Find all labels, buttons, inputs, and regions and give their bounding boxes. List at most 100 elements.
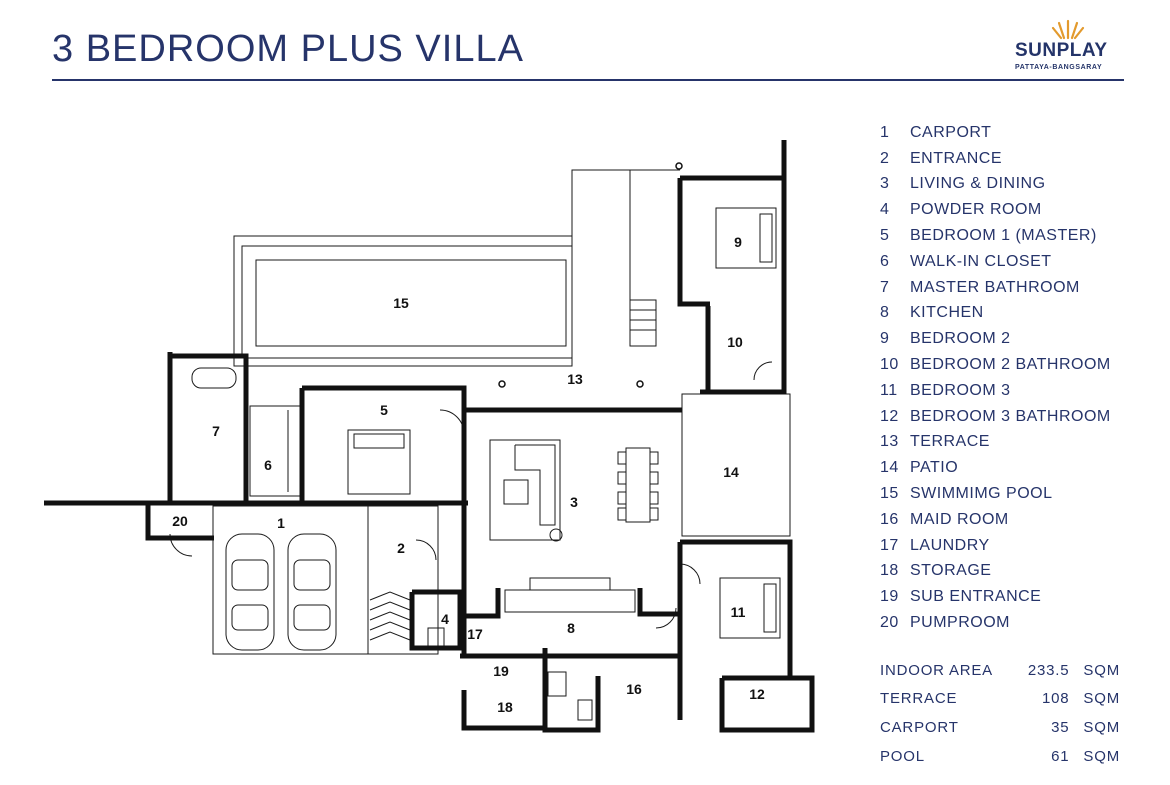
room-label-19: 19 (493, 663, 509, 679)
legend-number: 5 (880, 227, 890, 245)
room-label-8: 8 (567, 620, 575, 636)
legend-label: PUMPROOM (910, 614, 1010, 632)
legend-label: CARPORT (910, 123, 992, 141)
legend-label: BEDROOM 2 BATHROOM (910, 356, 1111, 374)
kitchen-counter (504, 589, 636, 613)
rug (489, 439, 561, 541)
legend-label: KITCHEN (910, 304, 984, 322)
legend-number: 18 (880, 562, 899, 580)
area-value: 108 (1041, 690, 1070, 708)
carport-slab (212, 505, 369, 655)
room-label-12: 12 (749, 686, 765, 702)
area-value: 61 (1051, 747, 1070, 765)
sofa (514, 444, 556, 526)
walls (44, 140, 815, 733)
legend-label: LAUNDRY (910, 536, 990, 554)
room-label-11: 11 (731, 604, 746, 620)
car-right (287, 533, 337, 651)
room-label-15: 15 (393, 295, 409, 311)
room-label-3: 3 (570, 494, 578, 510)
floor-plan: 1 2 3 4 5 6 7 8 9 10 11 12 13 14 15 16 1… (44, 140, 815, 733)
legend-number: 9 (880, 330, 890, 348)
legend-number: 20 (880, 614, 899, 632)
room-label-20: 20 (172, 513, 188, 529)
area-unit: SQM (1083, 661, 1120, 679)
legend-item: 18 STORAGE (880, 559, 1140, 585)
terrace-steps (629, 299, 657, 347)
terrace-outline (571, 169, 680, 366)
room-label-7: 7 (212, 423, 220, 439)
legend-number: 11 (880, 381, 898, 399)
side-table (549, 528, 563, 542)
area-label: TERRACE (880, 690, 958, 708)
legend-label: ENTRANCE (910, 149, 1003, 167)
legend-number: 7 (880, 278, 890, 296)
room-label-10: 10 (727, 334, 743, 350)
entrance-stairs (369, 591, 411, 641)
legend-item: 15 SWIMMIMG POOL (880, 481, 1140, 507)
title-divider (52, 79, 1124, 81)
legend-label: POWDER ROOM (910, 201, 1042, 219)
coffee-table (503, 479, 529, 505)
legend-item: 5 BEDROOM 1 (MASTER) (880, 223, 1140, 249)
sunplay-logo: SUNPLAY PATTAYA-BANGSARAY (1010, 18, 1126, 76)
legend-number: 8 (880, 304, 890, 322)
legend-item: 12 BEDROOM 3 BATHROOM (880, 404, 1140, 430)
area-unit: SQM (1083, 690, 1120, 708)
legend-item: 3 LIVING & DINING (880, 172, 1140, 198)
room-label-2: 2 (397, 540, 405, 556)
legend-item: 8 KITCHEN (880, 301, 1140, 327)
legend-label: SWIMMIMG POOL (910, 485, 1053, 503)
room-label-1: 1 (277, 515, 285, 531)
room-label-9: 9 (734, 234, 742, 250)
area-unit: SQM (1083, 747, 1120, 765)
legend-label: BEDROOM 3 (910, 381, 1011, 399)
legend-item: 17 LAUNDRY (880, 533, 1140, 559)
legend-number: 17 (880, 536, 899, 554)
room-label-5: 5 (380, 402, 388, 418)
legend-item: 11 BEDROOM 3 (880, 378, 1140, 404)
legend-item: 20 PUMPROOM (880, 610, 1140, 636)
room-label-16: 16 (626, 681, 642, 697)
legend-number: 12 (880, 407, 899, 425)
legend-number: 2 (880, 149, 890, 167)
page-title: 3 BEDROOM PLUS VILLA (52, 28, 524, 70)
swimming-pool (255, 259, 567, 347)
legend-number: 16 (880, 510, 899, 528)
legend-label: BEDROOM 3 BATHROOM (910, 407, 1111, 425)
kitchen-island-top (529, 577, 611, 591)
room-label-18: 18 (497, 699, 513, 715)
area-row: TERRACE 108 SQM (880, 685, 1120, 714)
area-value: 233.5 (1027, 661, 1070, 679)
legend-label: BEDROOM 1 (MASTER) (910, 227, 1097, 245)
area-label: CARPORT (880, 718, 959, 736)
area-unit: SQM (1083, 718, 1120, 736)
area-label: INDOOR AREA (880, 661, 993, 679)
legend-label: PATIO (910, 459, 959, 477)
legend-label: STORAGE (910, 562, 992, 580)
legend-item: 1 CARPORT (880, 120, 1140, 146)
legend-number: 6 (880, 252, 890, 270)
logo-wordmark: SUNPLAY (1015, 40, 1108, 61)
legend-label: TERRACE (910, 433, 990, 451)
room-label-17: 17 (467, 626, 483, 642)
legend-number: 15 (880, 485, 899, 503)
sun-icon (1051, 19, 1085, 40)
bed-3 (719, 577, 781, 639)
closet-outline (249, 405, 301, 497)
legend-number: 3 (880, 175, 890, 193)
legend-label: LIVING & DINING (910, 175, 1046, 193)
area-label: POOL (880, 747, 925, 765)
entrance-slab (367, 505, 439, 655)
legend-number: 1 (880, 123, 890, 141)
